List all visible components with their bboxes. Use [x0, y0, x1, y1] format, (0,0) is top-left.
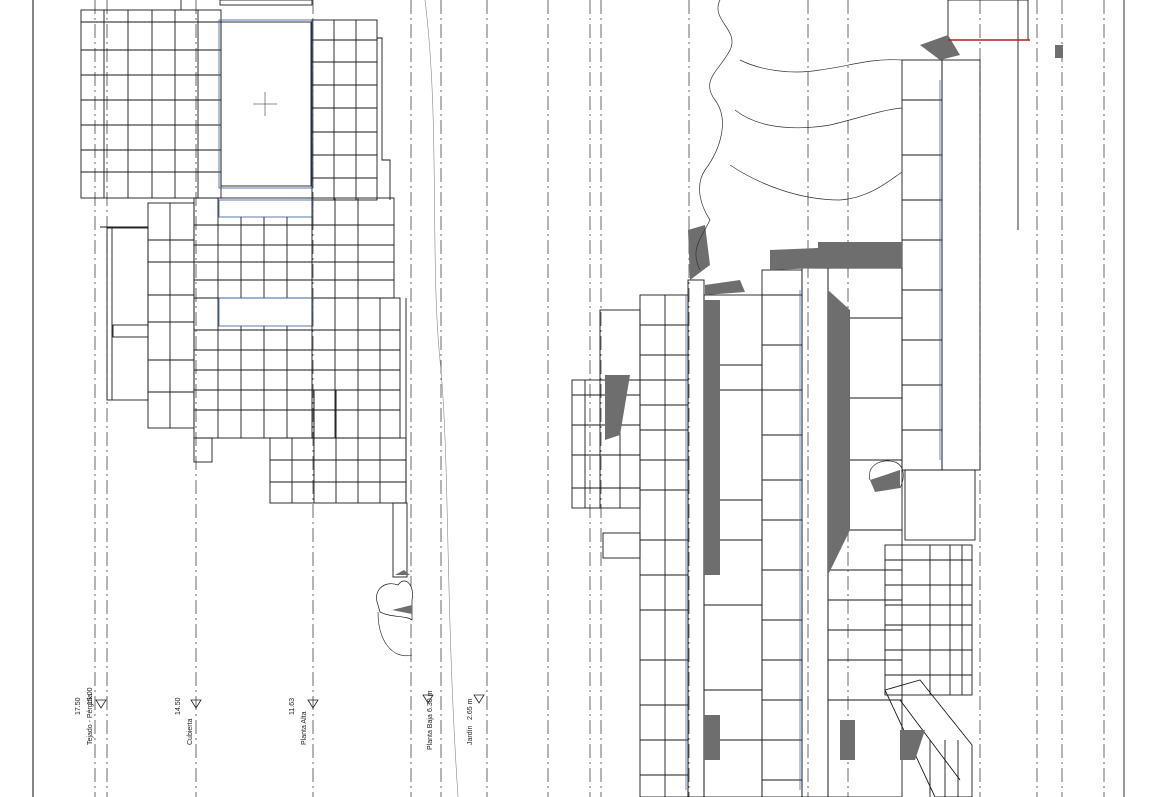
- level-label: Cubierta: [187, 718, 194, 745]
- upper-building-block: [80, 0, 408, 578]
- level-label: Jardín: [467, 725, 474, 745]
- level-marker-value: 15.00: [87, 687, 94, 705]
- level-triangle-icon: [422, 694, 434, 704]
- level-triangle-icon: [473, 694, 485, 704]
- level-label: Planta Alta: [301, 711, 308, 745]
- level-marker-planta-alta: Planta Alta 11.63: [289, 698, 308, 745]
- shadow-regions: [605, 35, 1063, 760]
- level-triangle-icon: [95, 699, 107, 709]
- level-lines: [94, 0, 1105, 797]
- level-label: Tejado - Pérgola: [87, 694, 94, 745]
- level-marker-cubierta: Cubierta 14.50: [175, 697, 194, 745]
- level-elevation: 2.65 m: [467, 698, 474, 720]
- tree-canopies: [695, 0, 904, 489]
- level-elevation: 17.50: [75, 697, 82, 715]
- level-elevation: 11.63: [289, 698, 296, 715]
- level-triangle-icon: [307, 699, 319, 709]
- level-markers: Tejado - Pérgola 17.50 15.00 Cubierta 14…: [75, 687, 485, 750]
- level-elevation: 6.30 m: [427, 690, 434, 712]
- level-marker-jardin: Jardín: [467, 725, 474, 745]
- level-marker-planta-baja: Planta Baja: [427, 714, 434, 750]
- level-elevation: 14.50: [175, 697, 182, 715]
- level-label: Planta Baja: [427, 714, 434, 750]
- window-marks: [685, 80, 941, 790]
- terrain-line: [424, 0, 459, 797]
- level-marker-tejado: Tejado - Pérgola 17.50 15.00: [75, 687, 94, 745]
- shrub-left: [376, 570, 413, 657]
- level-triangle-icon: [190, 699, 202, 709]
- sheet-frame: [32, 0, 1125, 797]
